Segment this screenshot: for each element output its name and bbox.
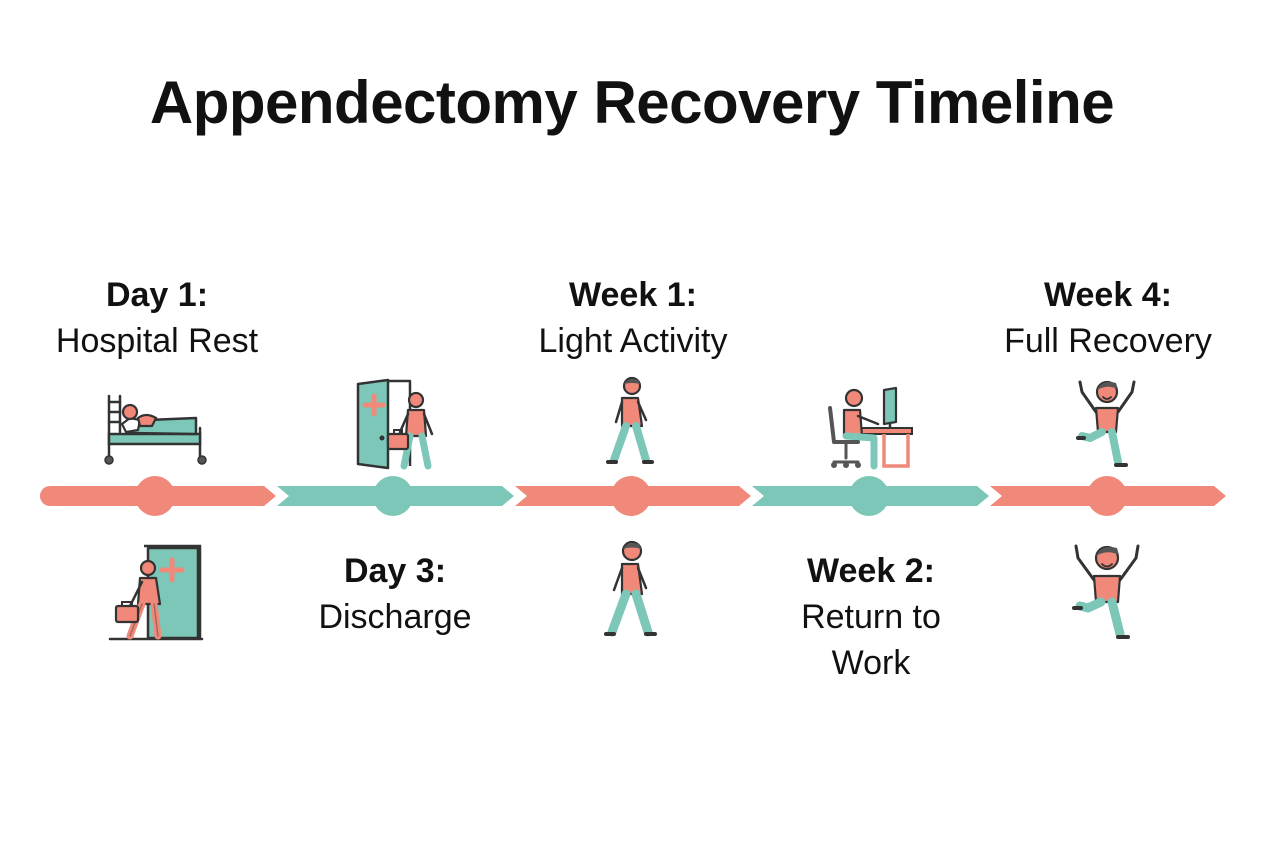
milestone-description: Return to Work [801,598,941,682]
milestone-label-day-1: Day 1: Hospital Rest [17,272,297,364]
milestone-heading: Day 3: [343,552,447,590]
timeline-segment-day-1 [40,476,276,516]
timeline-bar [40,476,1226,516]
milestone-heading: Week 4: [1044,276,1172,314]
page-title: Appendectomy Recovery Timeline [149,69,1115,136]
jumping-person-icon [1076,380,1136,467]
jumping-person-icon [1072,544,1140,639]
milestone-label-week-2: Week 2: Return to Work [731,548,1011,686]
walking-person-icon [606,376,654,464]
hospital-bed-icon [104,394,207,465]
milestone-description: Discharge [318,598,472,636]
timeline-segment-week-4 [990,476,1226,516]
milestone-label-week-4: Week 4: Full Recovery [968,272,1248,364]
timeline-node [849,476,889,516]
timeline-node [373,476,413,516]
milestone-description: Light Activity [538,322,728,360]
milestone-description: Full Recovery [1004,322,1212,360]
timeline-node [135,476,175,516]
timeline-node [1087,476,1127,516]
milestone-label-day-3: Day 3: Discharge [255,548,535,640]
desk-worker-icon [828,386,913,470]
door-exit-briefcase-icon [356,378,434,470]
milestone-heading: Week 1: [569,276,697,314]
timeline-segment-week-1 [515,476,751,516]
timeline-segment-week-2 [752,476,989,516]
exit-door-icon [108,544,204,641]
milestone-heading: Day 1: [105,276,209,314]
timeline-segment-day-3 [277,476,514,516]
walking-person-icon [604,540,657,637]
milestone-label-week-1: Week 1: Light Activity [493,272,773,364]
timeline-node [611,476,651,516]
milestone-description: Hospital Rest [55,322,259,360]
milestone-heading: Week 2: [807,552,935,590]
